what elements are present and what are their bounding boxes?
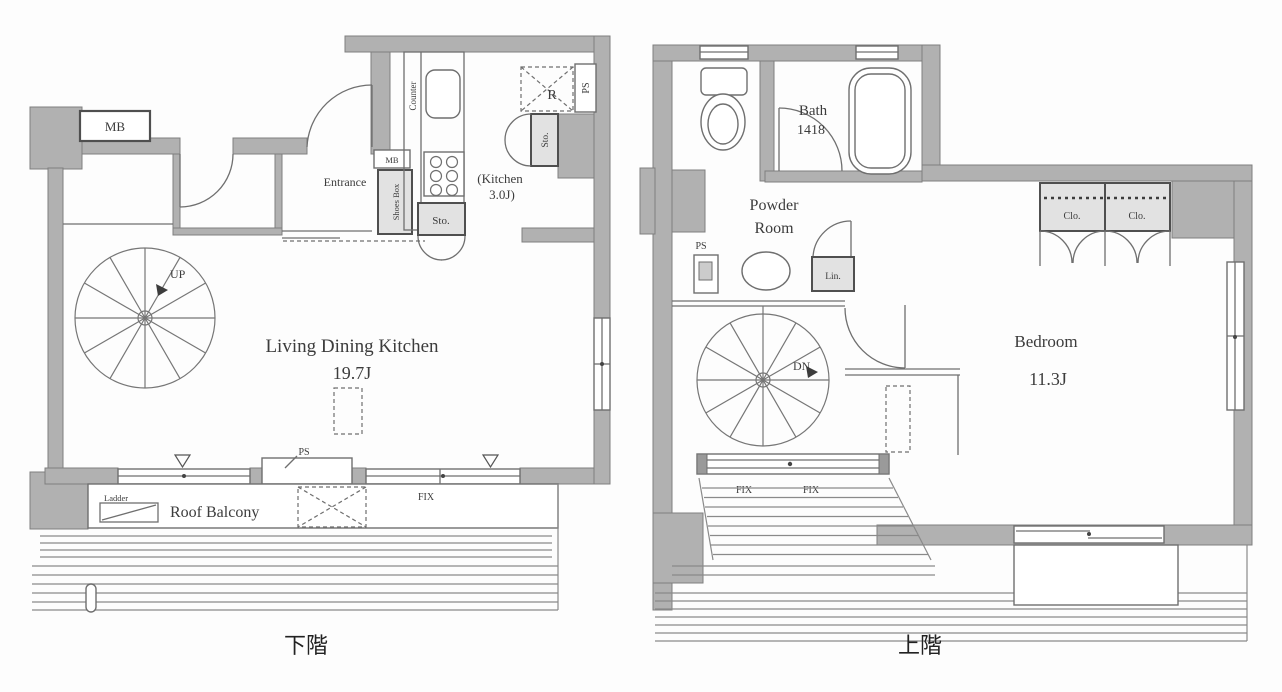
balcony-hatch-box	[297, 486, 367, 528]
bedroom-closets	[1039, 182, 1171, 266]
lower-deck-slats	[32, 484, 559, 613]
bedroom-east-window	[1226, 261, 1245, 411]
refrigerator-space	[520, 66, 574, 112]
kitchen-storage-label: Sto.	[432, 215, 450, 227]
stove-burners	[429, 155, 459, 197]
lower-floor-title: 下階	[284, 633, 328, 658]
bath-name: Bath	[799, 103, 828, 119]
kitchen-name: (Kitchen	[477, 171, 523, 186]
pipe-space-top	[574, 63, 597, 113]
shoes-box-label: Shoes Box	[391, 183, 401, 220]
toilet	[700, 67, 748, 151]
lower-east-window	[593, 317, 611, 411]
upper-ps-label: PS	[695, 241, 706, 252]
bedroom-name: Bedroom	[1014, 332, 1077, 351]
ldk-name: Living Dining Kitchen	[265, 336, 439, 357]
mailbox-box	[78, 109, 152, 143]
roof-slats	[698, 477, 932, 561]
bath-size: 1418	[797, 123, 825, 138]
fix-label: FIX	[418, 492, 435, 503]
kitchen-sink	[425, 69, 461, 119]
deck-post	[85, 583, 97, 613]
counter-label: Counter	[408, 82, 418, 111]
kitchen-storage-doors	[417, 235, 466, 261]
kitchen-storage	[417, 202, 466, 236]
vent-marker-1	[173, 454, 192, 469]
kitchen-counter	[403, 51, 465, 231]
roof-balcony-area	[87, 483, 559, 529]
entrance-step	[63, 223, 425, 242]
dn-label: DN	[793, 359, 811, 373]
lower-south-window-2	[365, 468, 521, 485]
fix1-label: FIX	[736, 485, 753, 496]
linen-label: Lin.	[825, 272, 841, 282]
powder-room-name-1: Powder	[750, 197, 800, 214]
meter-label: MB	[385, 155, 399, 165]
basin	[741, 251, 791, 291]
linen-door	[812, 220, 852, 258]
dn-arrow	[806, 366, 818, 378]
ps-bay-bottom	[261, 455, 353, 485]
powder-south-wall	[672, 300, 845, 307]
vent-marker-2	[481, 454, 500, 469]
meter-box	[373, 149, 411, 169]
lower-south-window-1	[117, 468, 251, 485]
upper-floor-title: 上階	[898, 633, 942, 658]
upper-floor-plan: Bath 1418 Powder Room PS Lin.	[639, 44, 1253, 658]
side-storage-doors	[504, 113, 532, 167]
side-storage-label: Sto.	[541, 132, 551, 147]
ladder-box	[99, 502, 159, 523]
closet2-label: Clo.	[1129, 211, 1146, 222]
bathtub	[848, 67, 912, 175]
shoes-box	[377, 169, 413, 235]
refrigerator-label: R	[547, 88, 557, 103]
toilet-window	[699, 45, 749, 60]
bedroom-south-window	[1013, 525, 1165, 544]
roof-balcony-label: Roof Balcony	[170, 504, 259, 521]
entrance-door	[306, 84, 373, 148]
bedroom-size: 11.3J	[1029, 369, 1067, 389]
bedroom-door	[844, 305, 906, 369]
lower-balcony-void	[1013, 544, 1179, 606]
ladder-label: Ladder	[104, 493, 128, 503]
up-arrow	[156, 284, 168, 296]
kitchen-size: 3.0J)	[489, 187, 515, 202]
upper-ps-box	[693, 254, 719, 294]
linen-closet	[811, 256, 855, 292]
mailbox-label: MB	[105, 119, 126, 134]
lower-walls	[29, 35, 611, 530]
fix2-label: FIX	[803, 485, 820, 496]
pipe-space-top-label: PS	[581, 82, 592, 93]
powder-room-name-2: Room	[754, 220, 794, 237]
ldk-size: 19.7J	[333, 363, 372, 383]
lower-floor-plan: MB Entrance MB Shoes Box	[29, 35, 611, 658]
spiral-stair-up	[74, 247, 216, 389]
void-opening	[333, 387, 363, 435]
up-label: UP	[170, 267, 186, 281]
spiral-stair-down	[696, 306, 830, 447]
entrance-label: Entrance	[324, 175, 367, 189]
closet1-label: Clo.	[1064, 211, 1081, 222]
pipe-space-bottom-label: PS	[298, 447, 309, 458]
bath-window	[855, 45, 899, 60]
fix-window-bar	[696, 453, 890, 475]
hall-closet-door	[179, 153, 234, 208]
hall-bedroom-divider	[845, 368, 960, 455]
bath-door	[778, 107, 843, 172]
side-storage	[530, 113, 559, 167]
